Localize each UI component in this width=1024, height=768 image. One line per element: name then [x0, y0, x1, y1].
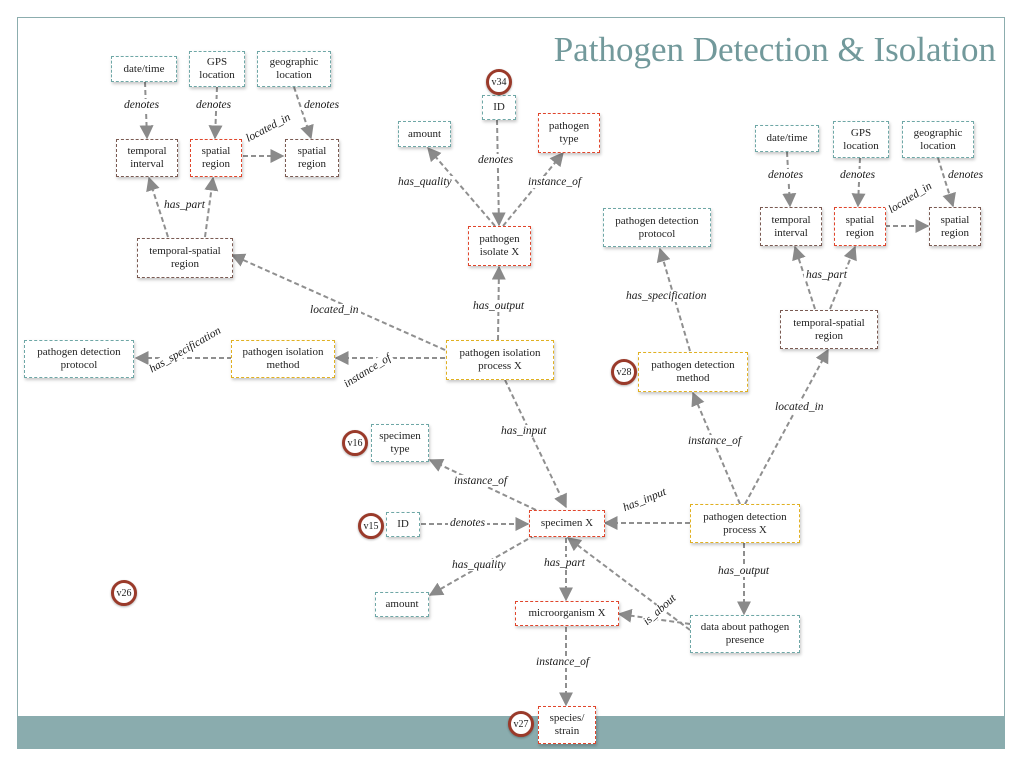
badge-v15: v15 [358, 513, 384, 539]
node-tl-temporal-spatial-region: temporal-spatial region [137, 238, 233, 278]
node-tl-gps: GPS location [189, 51, 245, 87]
label-has-quality-1: has_quality [396, 176, 454, 188]
label-denotes-7: denotes [946, 169, 986, 181]
node-pathogen-isolate: pathogen isolate X [468, 226, 531, 266]
node-detection-process: pathogen detection process X [690, 504, 800, 543]
node-tr-temporal: temporal interval [760, 207, 822, 246]
node-tr-spatial-1: spatial region [834, 207, 886, 246]
node-tr-gps: GPS location [833, 121, 889, 158]
label-has-part-3: has_part [542, 557, 587, 569]
node-id-mid: ID [386, 512, 420, 537]
node-specimen-type: specimen type [371, 424, 429, 462]
label-denotes-1: denotes [122, 99, 162, 111]
node-amount-bottom: amount [375, 592, 429, 617]
node-specimen: specimen X [529, 510, 605, 537]
edge-isoproc-tsr [230, 253, 446, 351]
node-species-strain: species/ strain [538, 706, 596, 744]
node-microorganism: microorganism X [515, 601, 619, 626]
node-isolation-method: pathogen isolation method [231, 340, 335, 378]
node-detection-protocol: pathogen detection protocol [603, 208, 711, 247]
badge-v28: v28 [611, 359, 637, 385]
label-denotes-6: denotes [838, 169, 878, 181]
edge-isoproc-specimen [504, 379, 567, 509]
label-denotes-2: denotes [194, 99, 234, 111]
node-tl-temporal: temporal interval [116, 139, 178, 177]
label-instance-of-2: instance_of [526, 176, 584, 188]
label-instance-of-5: instance_of [534, 656, 592, 668]
slide-title: Pathogen Detection & Isolation [553, 30, 996, 69]
edge-tr-geo-spatial2 [937, 157, 956, 208]
edge-tr-gps-spatial [851, 157, 866, 208]
edge-detproc-detmethod [691, 391, 741, 505]
node-tl-geo: geographic location [257, 51, 331, 87]
label-has-output-2: has_output [716, 565, 772, 577]
node-isolation-process: pathogen isolation process X [446, 340, 554, 380]
node-tr-temporal-spatial-region: temporal-spatial region [780, 310, 878, 349]
badge-v16: v16 [342, 430, 368, 456]
label-located-in-2: located_in [308, 304, 361, 316]
edge-tl-tsr-spatial [204, 176, 219, 238]
label-located-in-4: located_in [773, 401, 826, 413]
node-tl-datetime: date/time [111, 56, 177, 82]
label-instance-of-3: instance_of [686, 435, 744, 447]
node-detection-method: pathogen detection method [638, 352, 748, 392]
edge-tl-gps-spatial [208, 86, 223, 140]
node-amount-top: amount [398, 121, 451, 147]
label-has-part-1: has_part [162, 199, 207, 211]
label-denotes-5: denotes [766, 169, 806, 181]
node-id-top: ID [482, 95, 516, 120]
node-data-about: data about pathogen presence [690, 615, 800, 653]
label-has-output-1: has_output [471, 300, 527, 312]
label-has-specification-2: has_specification [624, 290, 709, 302]
label-instance-of-4: instance_of [452, 475, 510, 487]
node-pathogen-type: pathogen type [538, 113, 600, 153]
node-tr-datetime: date/time [755, 125, 819, 152]
node-left-detection-protocol: pathogen detection protocol [24, 340, 134, 378]
node-tl-spatial-2: spatial region [285, 139, 339, 177]
node-tl-spatial-1: spatial region [190, 139, 242, 177]
edge-tl-tsr-temporal [146, 176, 169, 238]
label-has-part-2: has_part [804, 269, 849, 281]
edge-detproc-tsr [744, 348, 829, 505]
label-denotes-3: denotes [302, 99, 342, 111]
edge-data-specimen [566, 537, 691, 631]
badge-v27: v27 [508, 711, 534, 737]
edge-detmethod-protocol [656, 247, 691, 352]
label-denotes-8: denotes [448, 517, 488, 529]
label-denotes-4: denotes [476, 154, 516, 166]
badge-v26: v26 [111, 580, 137, 606]
label-has-input-1: has_input [499, 425, 549, 437]
edge-tl-geo-spatial2 [293, 86, 314, 140]
edge-id-isolate [491, 119, 506, 227]
edge-isolate-amount [427, 146, 496, 227]
node-tr-spatial-2: spatial region [929, 207, 981, 246]
node-tr-geo: geographic location [902, 121, 974, 158]
label-has-quality-2: has_quality [450, 559, 508, 571]
badge-v34: v34 [486, 69, 512, 95]
